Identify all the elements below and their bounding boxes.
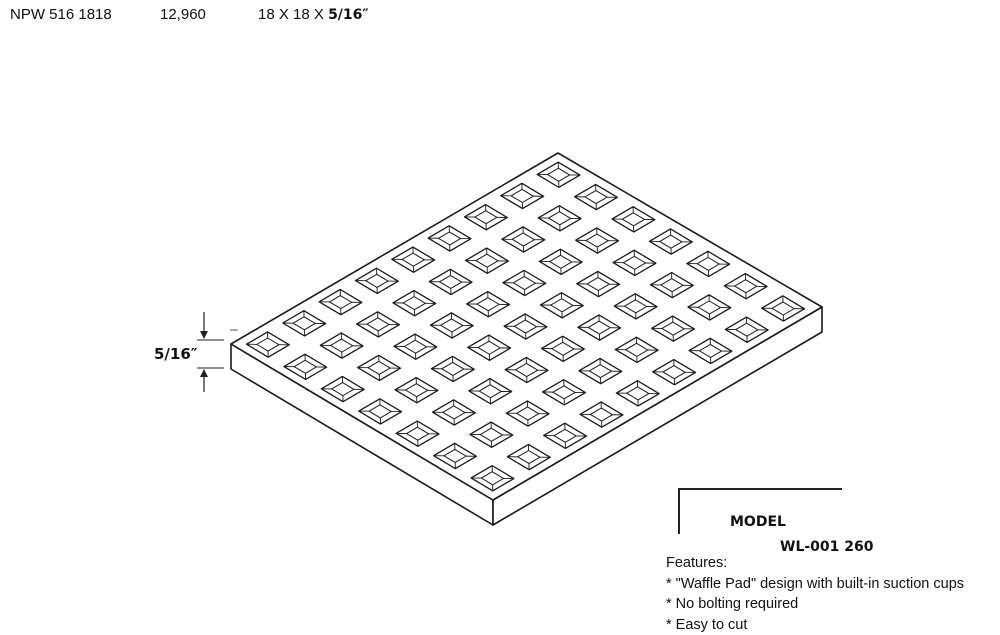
suction-cup [428, 268, 473, 296]
title-block-frame [678, 488, 842, 534]
suction-cup [573, 183, 619, 211]
suction-cup [395, 420, 440, 447]
size-spec: 18 X 18 X 5/16″ [258, 6, 369, 23]
suction-cup [469, 421, 514, 449]
suction-cup [615, 380, 660, 407]
suction-cup [688, 337, 733, 365]
suction-cup [536, 161, 581, 189]
suction-cup [391, 246, 436, 273]
suction-cup [540, 335, 585, 363]
suction-cup [500, 182, 545, 210]
size-prefix: 18 X 18 X [258, 6, 329, 23]
thickness-dimension [197, 312, 238, 392]
suction-cup [355, 311, 401, 338]
suction-cup [541, 379, 587, 406]
model-number: WL-001 260 [780, 539, 874, 555]
suction-cup [392, 289, 437, 317]
dim-arrow-top [200, 331, 208, 339]
suction-cup [613, 293, 658, 320]
suction-cup [466, 290, 511, 318]
suction-cups [245, 161, 806, 492]
suction-cup [427, 225, 472, 252]
features-heading: Features: [666, 555, 728, 571]
feature-item: * "Waffle Pad" design with built-in suct… [666, 575, 965, 592]
suction-cup [504, 356, 549, 384]
suction-cup [470, 464, 515, 492]
suction-cup [538, 248, 583, 276]
suction-cup [282, 310, 327, 337]
suction-cup [432, 442, 478, 470]
suction-cup [648, 228, 693, 255]
suction-cup [393, 333, 438, 360]
suction-cup [318, 288, 363, 316]
suction-cup [724, 316, 769, 343]
suction-cup [501, 226, 546, 253]
suction-cup [431, 399, 476, 426]
size-fraction: 5/16″ [328, 7, 369, 23]
suction-cup [505, 400, 550, 427]
feature-item: * Easy to cut [666, 616, 748, 633]
suction-cup [543, 422, 588, 450]
model-label: MODEL [730, 514, 786, 530]
suction-cup [578, 357, 623, 385]
thickness-label: 5/16″ [154, 345, 198, 363]
suction-cup [357, 354, 402, 382]
suction-cup [687, 294, 732, 321]
part-number: NPW 516 1818 [10, 6, 112, 23]
suction-cup [539, 292, 584, 319]
feature-item: * No bolting required [666, 596, 799, 612]
suction-cup [579, 401, 624, 428]
quantity: 12,960 [160, 6, 206, 23]
suction-cup [649, 271, 694, 299]
suction-cup [686, 250, 731, 278]
suction-cup [354, 267, 399, 295]
suction-cup [761, 295, 806, 322]
suction-cup [429, 312, 474, 339]
suction-cup [468, 377, 513, 405]
suction-cup [358, 398, 403, 425]
suction-cup [319, 332, 364, 359]
suction-cup [576, 270, 621, 298]
suction-cup [394, 376, 439, 404]
suction-cup [506, 443, 551, 471]
suction-cup [723, 272, 768, 300]
suction-cup [650, 315, 696, 342]
suction-cup [430, 355, 475, 383]
suction-cup [502, 269, 547, 297]
suction-cup [611, 206, 656, 233]
suction-cup [320, 375, 365, 403]
suction-cup [575, 227, 620, 254]
suction-cup [612, 249, 657, 277]
suction-cup [614, 336, 659, 364]
suction-cup [577, 314, 622, 341]
suction-cup [245, 331, 290, 358]
suction-cup [537, 204, 582, 232]
suction-cup [503, 313, 548, 340]
suction-cup [464, 247, 510, 274]
suction-cup [467, 334, 512, 361]
suction-cup [283, 353, 328, 381]
suction-cup [652, 358, 697, 386]
suction-cup [463, 203, 508, 231]
features-list: Features: * "Waffle Pad" design with bui… [666, 553, 964, 635]
